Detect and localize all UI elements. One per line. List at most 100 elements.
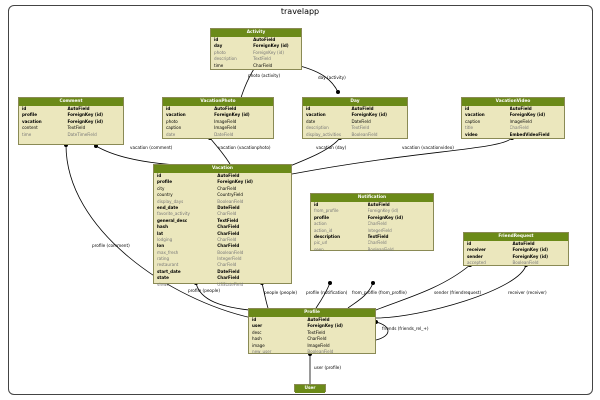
- field-name: vacation: [22, 118, 42, 124]
- edge-label-vacation-photo: vacation (vacationphoto): [218, 145, 271, 150]
- field-type: ImageField: [214, 118, 237, 124]
- field-type: ForeignKey (id): [351, 112, 387, 118]
- field-name: display_days: [157, 198, 184, 204]
- field-type: ForeignKey (id): [217, 179, 253, 185]
- edge-label-photo-activity: photo (activity): [248, 73, 281, 78]
- field-name: sender: [467, 253, 483, 259]
- field-name: id: [467, 241, 472, 246]
- field-type: ForeignKey (id): [253, 43, 289, 49]
- model-header: Activity: [211, 29, 301, 37]
- field-name: lodging: [157, 236, 173, 242]
- edge-vacation-day: [284, 137, 341, 169]
- field-name: photo: [166, 118, 178, 124]
- edge-label-receiver: receiver (receiver): [508, 290, 547, 295]
- field-row: hash CharField: [154, 224, 291, 230]
- field-name: photo: [214, 49, 226, 55]
- field-type: AutoField: [351, 106, 374, 111]
- model-user[interactable]: User: [294, 384, 326, 393]
- edge-label-vacation-day: vacation (day): [316, 145, 347, 150]
- field-name: id: [157, 173, 162, 178]
- field-type: BooleanField: [217, 198, 244, 204]
- field-row: caption ImageField: [163, 125, 273, 131]
- field-name: favorite_activity: [157, 211, 190, 217]
- field-type: CharField: [217, 185, 237, 191]
- field-type: AutoField: [307, 317, 330, 322]
- edge-receiver: [375, 264, 527, 319]
- field-type: ForeignKey (id): [512, 247, 548, 253]
- field-type: CharField: [217, 211, 237, 217]
- field-name: accepted: [467, 260, 486, 266]
- field-name: description: [306, 125, 329, 131]
- field-name: caption: [166, 125, 182, 131]
- field-type: CharField: [217, 275, 240, 281]
- model-header: VacationPhoto: [163, 98, 273, 106]
- field-type: ImageField: [214, 125, 237, 131]
- field-name: desc: [252, 329, 262, 335]
- edge-label-vacation-video: vacation (vacationvideo): [402, 145, 454, 150]
- field-name: receiver: [467, 247, 486, 253]
- model-header: FriendRequest: [464, 233, 568, 241]
- field-type: EmbedVideoField: [509, 131, 550, 137]
- field-type: TextField: [367, 233, 389, 239]
- field-type: CharField: [217, 224, 240, 230]
- field-name: image: [252, 342, 265, 348]
- field-type: CharField: [217, 262, 237, 268]
- field-type: AutoField: [214, 106, 237, 111]
- field-name: country: [157, 192, 173, 198]
- field-type: BooleanField: [307, 348, 334, 354]
- field-name: title: [465, 125, 474, 131]
- field-type: ForeignKey (id): [509, 112, 546, 118]
- edge-label-friends: friends (friends_rel_+): [382, 326, 429, 331]
- field-name: time: [22, 131, 32, 137]
- field-type: AutoField: [367, 202, 390, 207]
- field-name: action_id: [314, 227, 333, 233]
- model-header: Vacation: [154, 165, 291, 173]
- field-type: CharField: [367, 221, 387, 227]
- field-name: id: [166, 106, 171, 111]
- field-row: id AutoField: [154, 173, 291, 179]
- model-header: Notification: [311, 194, 433, 202]
- field-name: id: [314, 202, 319, 207]
- edge-sender: [375, 264, 471, 311]
- field-name: max_fresh: [157, 249, 179, 255]
- field-name: id: [252, 317, 257, 322]
- field-type: AutoField: [512, 241, 535, 246]
- field-name: hash: [157, 224, 169, 230]
- field-row: photo ImageField: [163, 119, 273, 125]
- field-row: receiver ForeignKey (id): [464, 247, 568, 253]
- field-type: AutoField: [217, 173, 240, 178]
